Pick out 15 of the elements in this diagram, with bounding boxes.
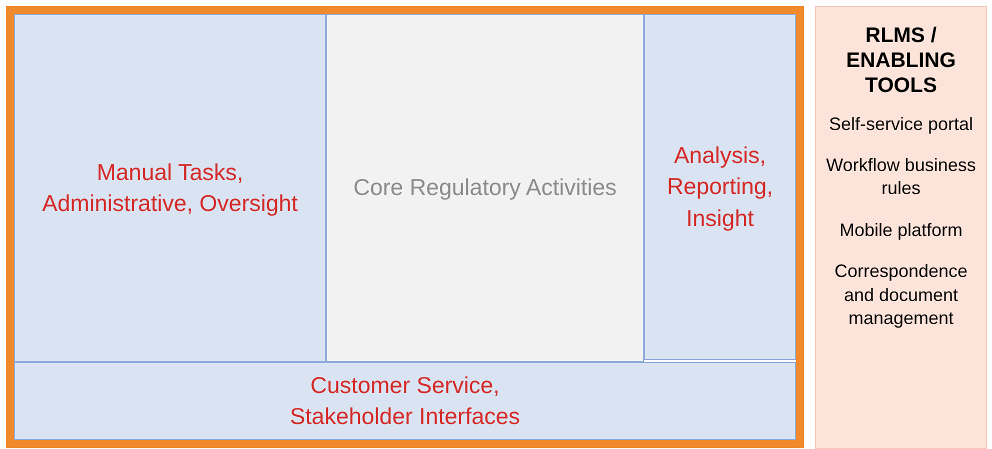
activity-block bbox=[14, 362, 796, 440]
block-label: Manual Tasks, Administrative, Oversight bbox=[41, 158, 299, 218]
tool-item: Workflow business rules bbox=[826, 154, 976, 200]
core-block bbox=[326, 14, 644, 362]
block-label: Core Regulatory Activities bbox=[352, 173, 618, 202]
tools-panel bbox=[815, 6, 987, 449]
block-label: Customer Service, Stakeholder Interfaces bbox=[288, 370, 522, 431]
activity-block bbox=[644, 14, 796, 360]
outer-frame bbox=[6, 6, 804, 448]
activity-block bbox=[14, 14, 326, 362]
tool-item: Mobile platform bbox=[838, 218, 964, 242]
block-label: Analysis, Reporting, Insight bbox=[666, 141, 774, 233]
panel-heading: RLMS / ENABLING TOOLS bbox=[846, 23, 956, 99]
tool-item: Correspondence and document management bbox=[833, 260, 969, 330]
tool-item: Self-service portal bbox=[828, 112, 974, 136]
